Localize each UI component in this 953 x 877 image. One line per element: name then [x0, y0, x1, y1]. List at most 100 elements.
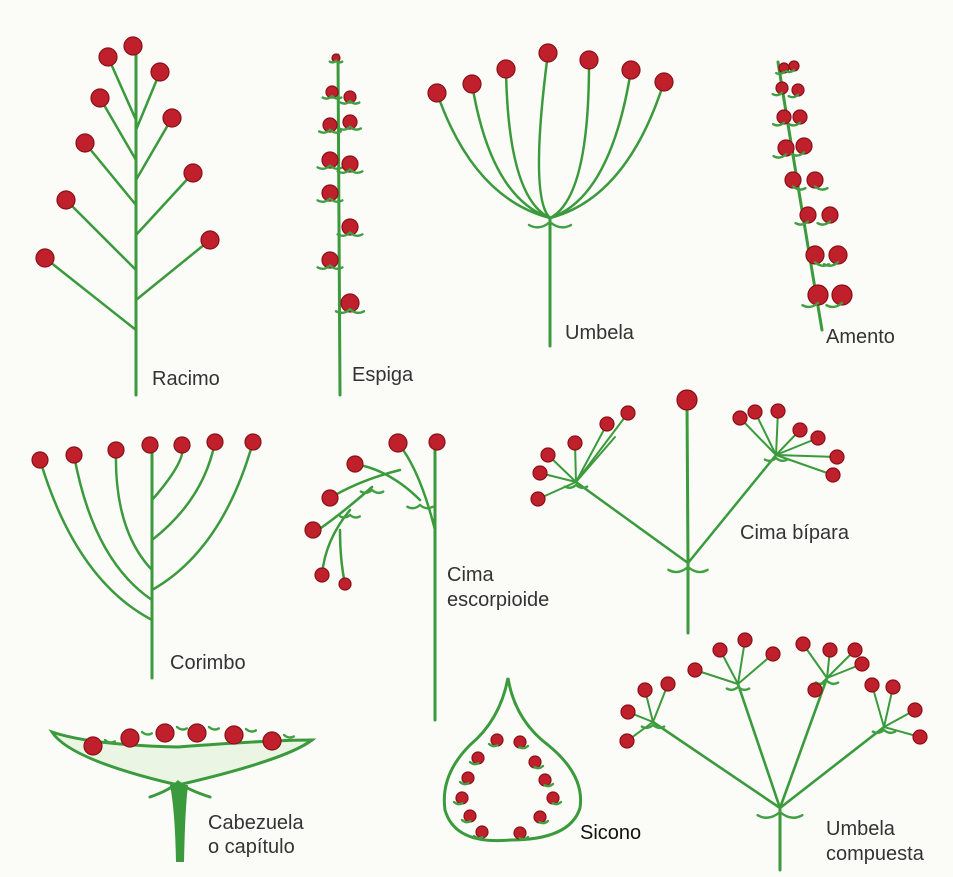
flower: [347, 456, 363, 472]
flower: [32, 452, 48, 468]
flower: [913, 730, 927, 744]
bract: [529, 222, 550, 227]
flower: [655, 73, 673, 91]
label-cima-escorpioide-line1: Cima: [447, 564, 494, 586]
flower: [91, 89, 109, 107]
flower: [638, 683, 652, 697]
sicono-figure: [444, 678, 580, 841]
label-sicono: Sicono: [580, 822, 641, 844]
bract: [773, 123, 784, 126]
bract: [105, 740, 115, 743]
bract: [350, 127, 361, 130]
flower: [793, 423, 807, 437]
flower: [621, 406, 635, 420]
flower: [830, 450, 844, 464]
flower: [661, 677, 675, 691]
stem: [338, 55, 340, 395]
flower: [188, 724, 206, 742]
bract: [142, 732, 152, 735]
bract: [789, 123, 800, 126]
bract: [802, 303, 818, 307]
stem: [539, 53, 550, 218]
flower: [748, 405, 762, 419]
stem: [776, 455, 833, 475]
stem: [576, 482, 688, 563]
flower: [76, 134, 94, 152]
label-cima-escorpioide-line2: escorpioide: [447, 589, 549, 611]
bract: [688, 567, 708, 572]
espiga-figure: [318, 54, 364, 395]
flower: [108, 442, 124, 458]
bract: [773, 93, 782, 95]
cima-escorpioide-figure: [305, 434, 445, 720]
flower: [428, 84, 446, 102]
bract: [826, 303, 842, 307]
flower: [142, 437, 158, 453]
flower: [207, 434, 223, 450]
label-cabezuela-line1: Cabezuela: [208, 812, 304, 834]
stem: [687, 402, 688, 563]
flower: [738, 633, 752, 647]
bract: [420, 505, 433, 508]
bract: [177, 727, 187, 730]
flower: [622, 61, 640, 79]
flower: [531, 492, 545, 506]
bract: [668, 567, 688, 572]
flower: [865, 678, 879, 692]
flower: [733, 411, 747, 425]
stem: [40, 460, 152, 620]
label-umbela-compuesta-line1: Umbela: [826, 818, 895, 840]
flower: [826, 468, 840, 482]
flower: [600, 417, 614, 431]
flower: [339, 578, 351, 590]
stem: [152, 442, 215, 540]
flower: [151, 63, 169, 81]
bract: [818, 221, 830, 224]
flower: [796, 637, 810, 651]
flower: [766, 647, 780, 661]
flower: [66, 447, 82, 463]
flower: [621, 705, 635, 719]
peduncle: [170, 785, 188, 862]
bract: [827, 681, 838, 684]
flower: [823, 643, 837, 657]
flower: [225, 726, 243, 744]
flower: [305, 522, 321, 538]
stem: [550, 82, 664, 218]
bract: [758, 812, 780, 818]
stem: [152, 445, 183, 500]
bract: [318, 166, 330, 169]
corimbo-figure: [32, 434, 261, 678]
flower: [245, 434, 261, 450]
flower: [315, 568, 329, 582]
label-umbela: Umbela: [565, 322, 634, 344]
flower: [124, 37, 142, 55]
flower: [808, 683, 822, 697]
stem: [74, 455, 152, 600]
flower: [688, 663, 702, 677]
stem: [340, 530, 345, 584]
flower: [322, 490, 338, 506]
flower: [36, 249, 54, 267]
flower: [580, 51, 598, 69]
stem: [653, 722, 780, 808]
cima-bipara-figure: [531, 390, 844, 633]
stem: [152, 442, 253, 590]
bract: [350, 170, 362, 173]
bract: [765, 458, 776, 461]
stem: [136, 173, 193, 235]
stem: [108, 57, 136, 120]
flower: [533, 466, 547, 480]
amento-figure: [773, 61, 852, 330]
flower: [389, 434, 407, 452]
flower: [174, 437, 190, 453]
flower: [539, 44, 557, 62]
flower: [620, 734, 634, 748]
label-corimbo: Corimbo: [170, 652, 246, 674]
stem: [85, 143, 136, 205]
flower: [463, 75, 481, 93]
umbela-figure: [428, 44, 673, 346]
flower: [855, 657, 869, 671]
